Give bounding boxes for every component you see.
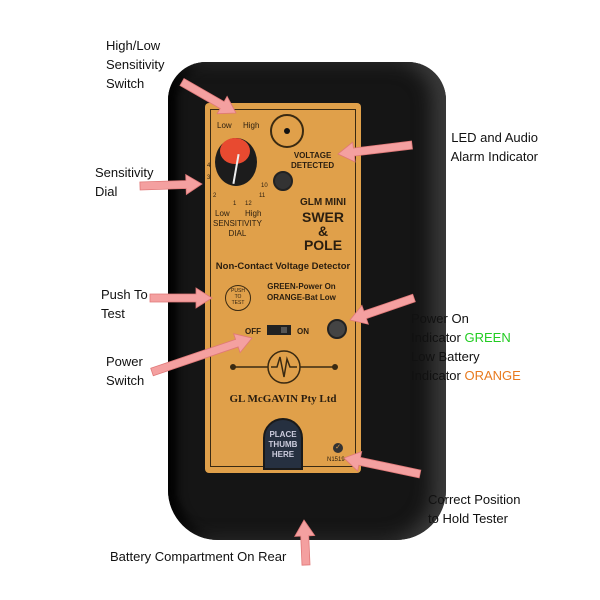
dial-high-label: High [245,209,262,218]
certification-number: N1519 [327,457,345,463]
switch-low-label: Low [217,121,232,130]
switch-high-label: High [243,121,260,130]
off-label: OFF [245,327,261,336]
product-subtitle: Non-Contact Voltage Detector [215,261,351,272]
dial-number: 2 [213,193,217,199]
dial-low-label: Low [215,209,230,218]
dial-number: 12 [245,201,252,207]
callout-battery-compartment: Battery Compartment On Rear [110,549,287,564]
voltage-led [273,171,293,191]
compliance-check-icon: ✓ [333,443,343,453]
on-label: ON [297,327,309,336]
dial-number: 3 [207,175,211,181]
dial-number: 1 [233,201,237,207]
power-led [327,319,347,339]
dial-number: 10 [261,183,268,189]
sensitivity-dial[interactable] [215,138,257,186]
dial-number: 4 [207,163,211,169]
power-switch[interactable] [267,325,291,335]
callout-power-indicator: Power On Indicator GREEN Low Battery Ind… [411,311,521,383]
buzzer-icon [270,114,304,148]
brand-name: GL McGAVIN Pty Ltd [229,393,337,405]
waveform-logo-icon [230,350,338,384]
dial-number: 11 [259,193,266,199]
